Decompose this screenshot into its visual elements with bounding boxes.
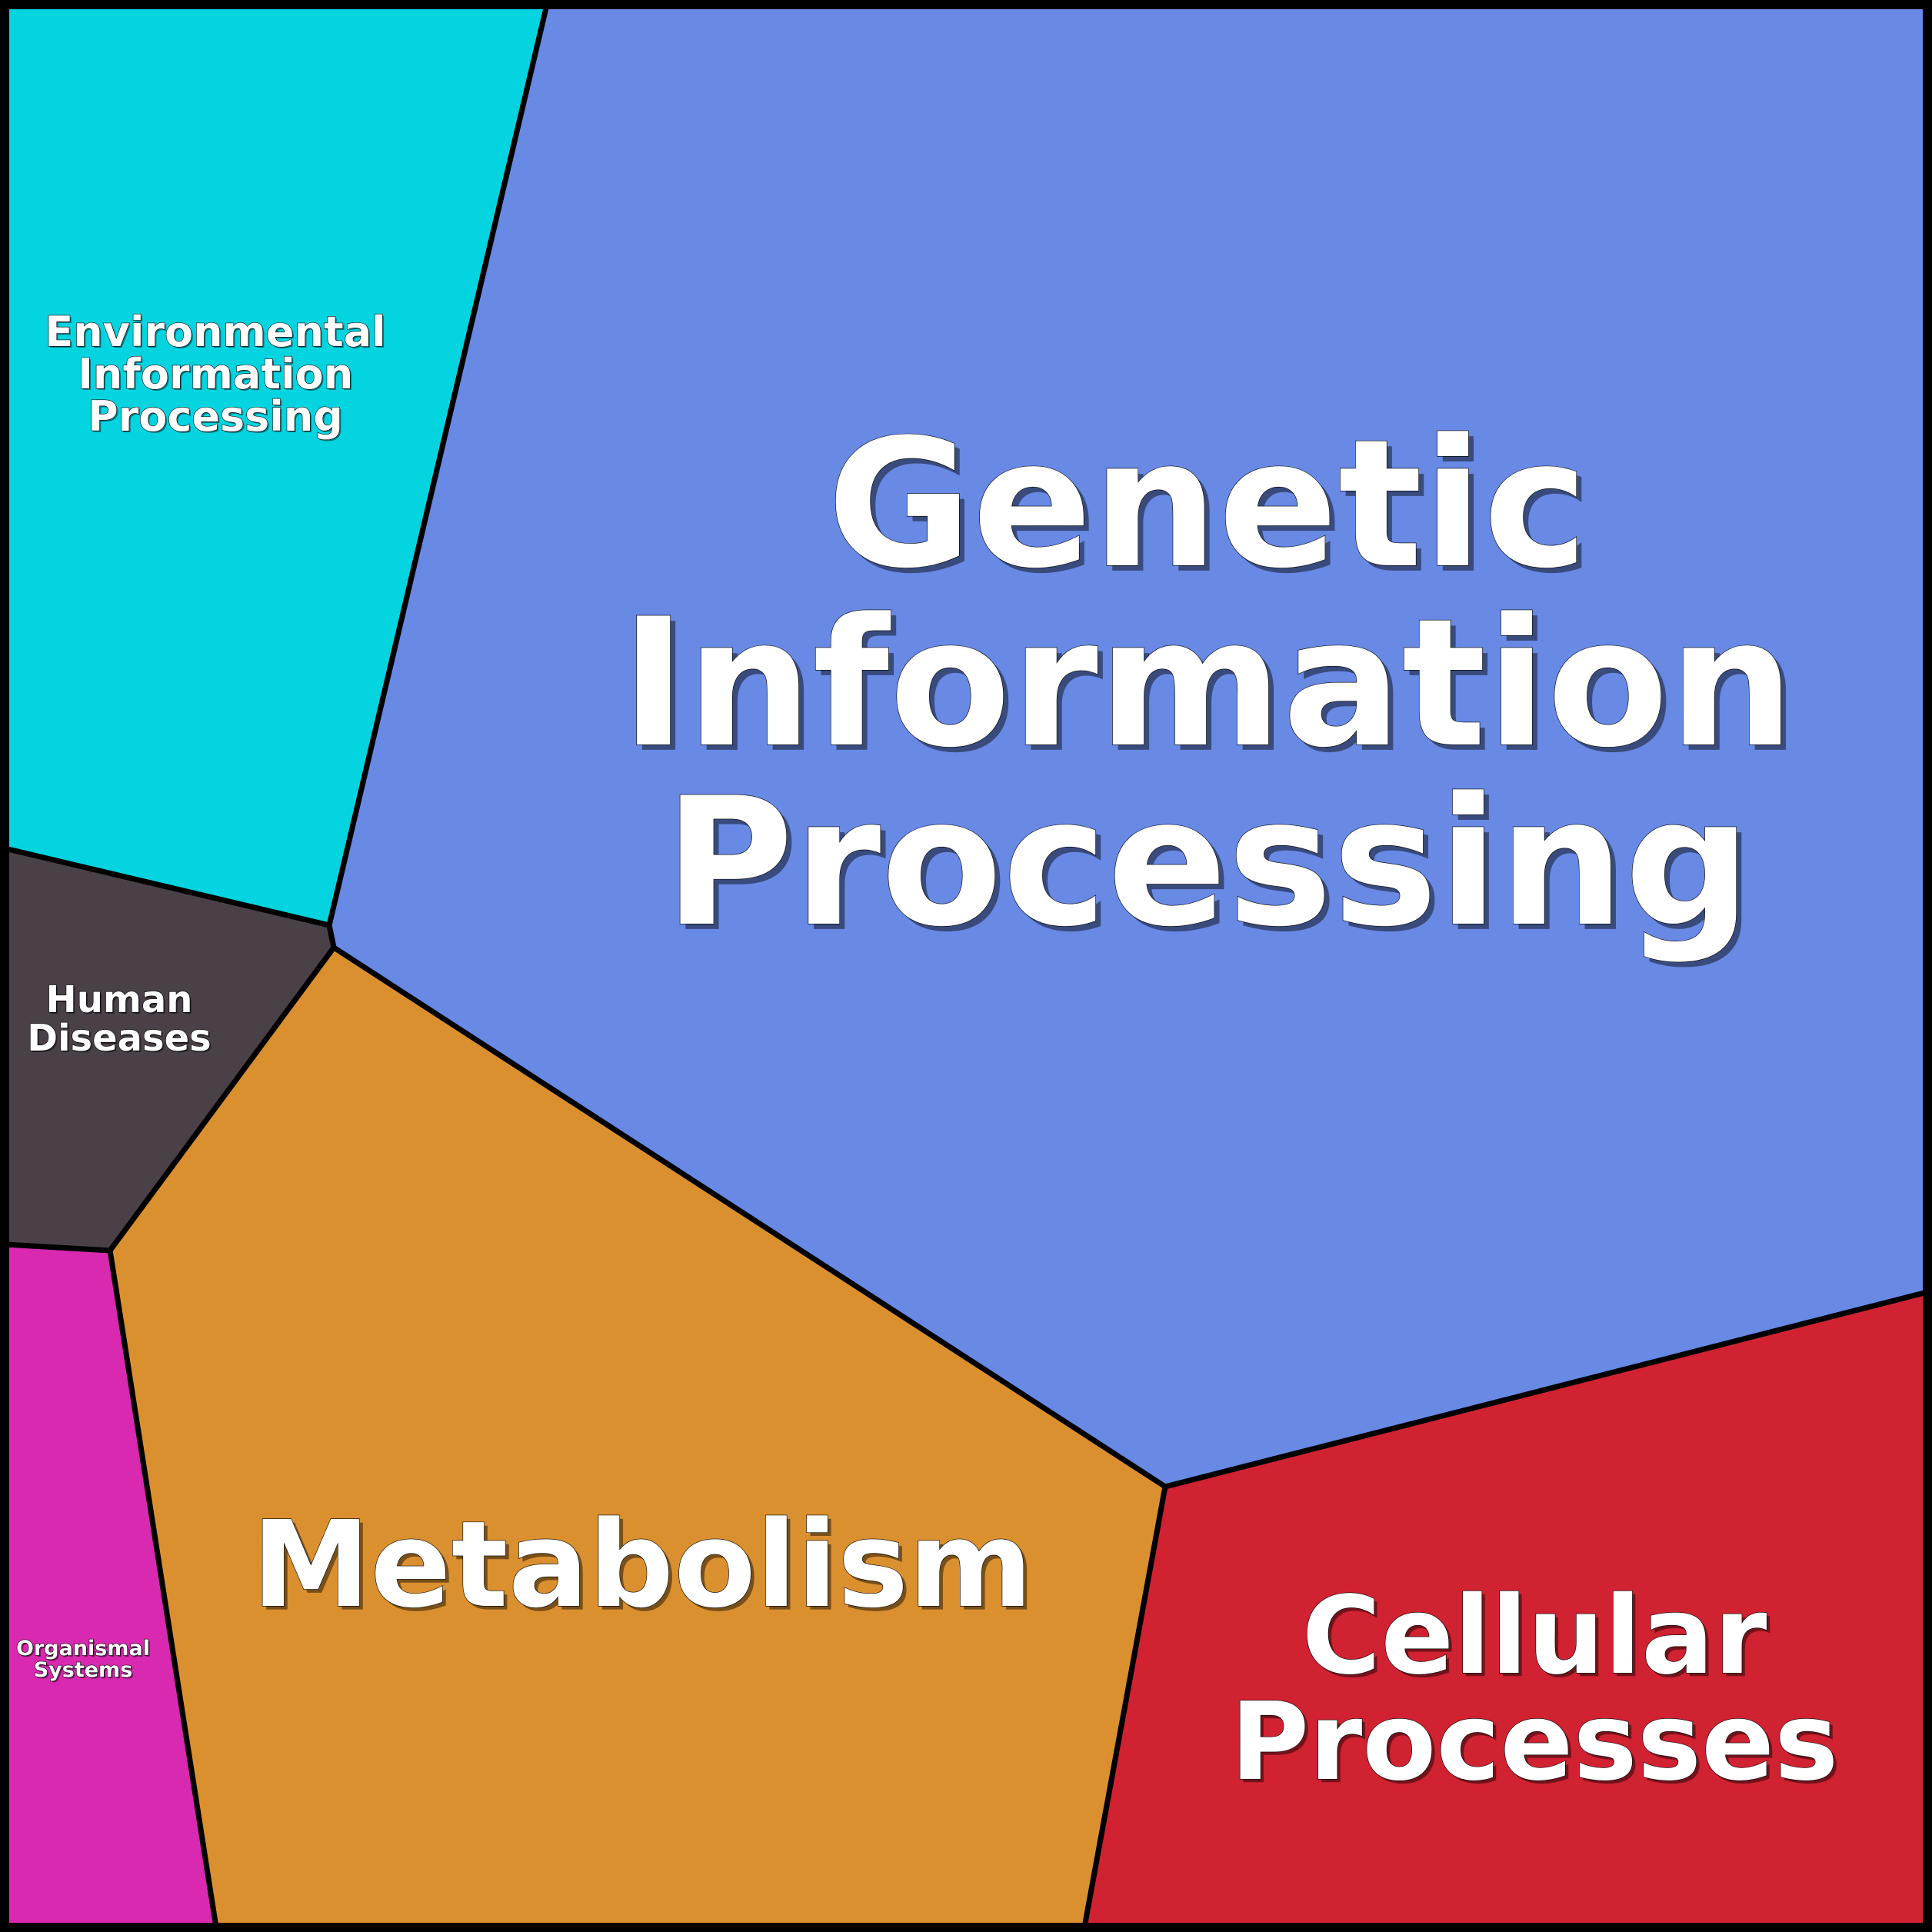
label-shadow: Metabolism bbox=[255, 1499, 1037, 1638]
label-shadow: Cellular bbox=[1305, 1577, 1770, 1702]
labels-layer: GeneticGeneticInformationInformationProc… bbox=[15, 307, 1842, 1808]
label-environmental-information-processing: Environmental bbox=[45, 308, 385, 356]
label-environmental-information-processing: Processing bbox=[88, 392, 343, 441]
label-shadow: Environmental bbox=[46, 309, 387, 358]
label-shadow: Information bbox=[79, 351, 355, 400]
label-cellular-processes: Processes bbox=[1231, 1680, 1839, 1805]
label-shadow: Information bbox=[626, 587, 1800, 792]
label-human-diseases: Diseases bbox=[27, 1017, 212, 1060]
label-organismal-systems: Systems bbox=[34, 1658, 133, 1682]
label-organismal-systems: Organismal bbox=[16, 1637, 150, 1661]
label-shadow: Diseases bbox=[28, 1018, 213, 1061]
label-human-diseases: Human bbox=[46, 978, 193, 1021]
label-shadow: Systems bbox=[35, 1660, 135, 1684]
label-genetic-information-processing: Information bbox=[621, 581, 1794, 787]
label-metabolism: Metabolism bbox=[251, 1495, 1033, 1634]
label-shadow: Processing bbox=[669, 766, 1756, 971]
label-shadow: Organismal bbox=[18, 1638, 152, 1662]
label-shadow: Processing bbox=[89, 394, 345, 442]
label-shadow: Genetic bbox=[832, 408, 1594, 613]
label-genetic-information-processing: Genetic bbox=[827, 402, 1588, 608]
label-genetic-information-processing: Processing bbox=[664, 761, 1750, 966]
label-shadow: Processes bbox=[1234, 1683, 1842, 1808]
label-shadow: Human bbox=[48, 980, 195, 1023]
label-cellular-processes: Cellular bbox=[1302, 1574, 1767, 1699]
label-environmental-information-processing: Information bbox=[78, 350, 353, 398]
